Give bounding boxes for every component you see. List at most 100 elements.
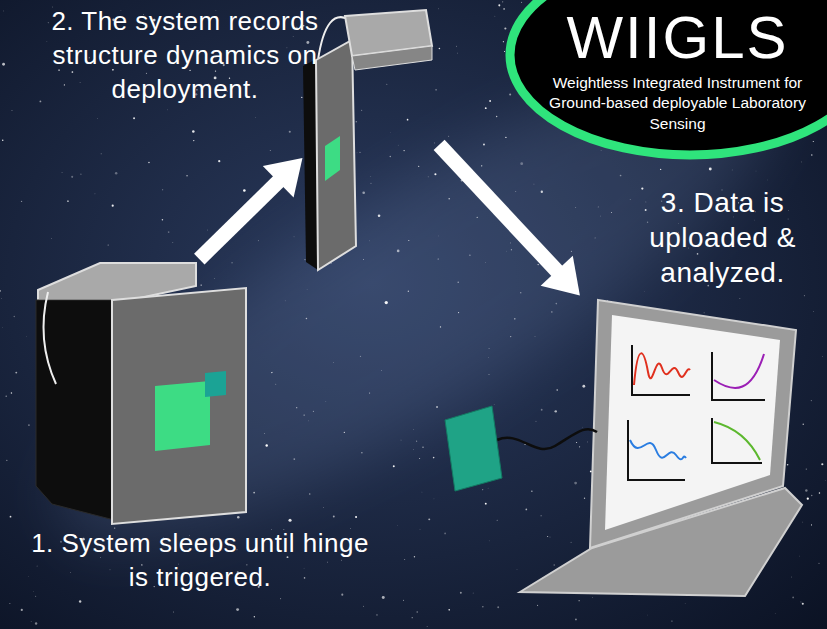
star (818, 562, 820, 564)
star (407, 119, 409, 121)
star (472, 592, 474, 594)
star (811, 400, 812, 401)
star (2, 327, 4, 329)
star (482, 489, 484, 491)
star (521, 1, 523, 3)
star (304, 577, 306, 579)
star (361, 452, 362, 453)
star (582, 385, 585, 388)
star (189, 70, 190, 71)
star (35, 622, 37, 624)
data-logger (445, 406, 502, 491)
star (510, 242, 512, 244)
star (503, 41, 504, 42)
star (28, 424, 30, 426)
star (397, 250, 400, 253)
chart-line (630, 440, 686, 459)
sensor-tab (205, 371, 226, 397)
star (303, 567, 305, 569)
star (192, 130, 195, 133)
star (403, 599, 405, 601)
star (236, 608, 239, 611)
star (477, 217, 478, 218)
star (488, 540, 490, 542)
star (438, 258, 439, 259)
star (11, 110, 12, 111)
star (271, 371, 273, 373)
star (434, 173, 436, 175)
device-front-face (112, 288, 246, 524)
star (438, 235, 440, 237)
star (306, 318, 307, 319)
chart-axis (628, 420, 685, 480)
star (356, 152, 358, 154)
star (579, 446, 580, 447)
star (440, 326, 441, 327)
star (67, 200, 69, 202)
star (755, 170, 757, 172)
step-illustration: 3. Data is uploaded & analyzed. (440, 300, 800, 590)
star (21, 609, 23, 611)
star (306, 289, 308, 291)
star (511, 249, 512, 250)
star (571, 251, 572, 252)
title-text: WIIGLS (530, 5, 825, 71)
star (47, 22, 49, 24)
title-ellipse-shape (510, 0, 827, 155)
device-front-face (316, 40, 356, 270)
star (382, 596, 385, 599)
arrow-head (541, 256, 580, 296)
star (448, 609, 450, 611)
star (36, 565, 38, 567)
star (258, 240, 259, 241)
star (2, 63, 5, 66)
star (575, 619, 577, 621)
star (697, 253, 699, 255)
star (214, 278, 216, 280)
star (821, 463, 823, 465)
star (46, 41, 48, 43)
star (370, 176, 372, 178)
star (418, 166, 419, 167)
star (254, 117, 256, 119)
star (397, 144, 399, 146)
star (61, 172, 63, 174)
star (644, 291, 646, 293)
step-caption: 2. The system records structure dynamics… (25, 5, 345, 106)
star (193, 140, 194, 141)
star (629, 199, 631, 201)
star (72, 71, 74, 73)
star (275, 383, 277, 385)
star (497, 606, 499, 608)
star (323, 507, 325, 509)
subtitle-text: Weightless Integrated Instrument for Gro… (530, 73, 825, 134)
sensor-board (325, 136, 340, 181)
text-group: 1. System sleeps until hinge is triggere… (30, 527, 370, 595)
star (207, 229, 209, 231)
star (386, 84, 387, 85)
star (265, 444, 267, 446)
star (370, 182, 372, 184)
star (709, 168, 712, 171)
star (582, 426, 584, 428)
star (739, 298, 741, 300)
star (289, 131, 291, 133)
star (547, 536, 548, 537)
step-caption: 1. System sleeps until hinge is triggere… (30, 527, 370, 595)
star (488, 357, 490, 359)
star (333, 362, 335, 364)
star (460, 592, 462, 594)
star (647, 222, 648, 223)
star (791, 576, 793, 578)
deploying-device (303, 10, 432, 270)
star (422, 447, 423, 448)
star (502, 1, 503, 2)
star (439, 48, 441, 50)
star (660, 169, 661, 170)
star (438, 8, 440, 10)
star (541, 515, 542, 516)
star (533, 183, 535, 185)
star (368, 240, 370, 242)
